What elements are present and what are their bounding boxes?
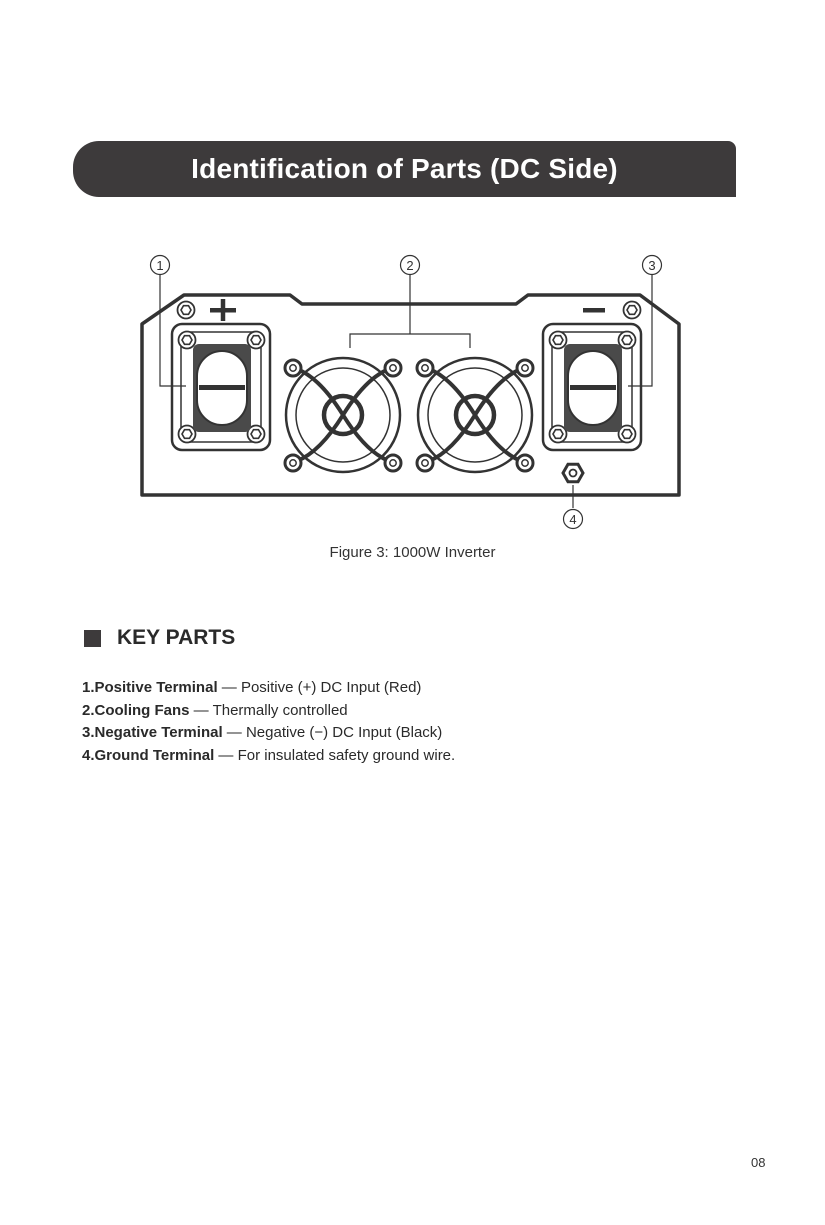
list-item: 4.Ground Terminal — For insulated safety…: [82, 745, 455, 768]
inverter-housing: [140, 293, 681, 497]
part-name: 4.Ground Terminal: [82, 746, 215, 764]
ground-terminal: [561, 462, 585, 484]
negative-terminal: [541, 322, 643, 452]
svg-text:4: 4: [569, 512, 576, 527]
part-name: 3.Negative Terminal: [82, 724, 223, 741]
cooling-fan-right: [415, 356, 535, 474]
callout-3: 3: [641, 254, 663, 276]
figure-caption: Figure 3: 1000W Inverter: [329, 544, 496, 561]
key-parts-title: KEY PARTS: [117, 626, 236, 649]
callout-4: 4: [562, 508, 584, 530]
part-description: — Positive (+) DC Input (Red): [217, 679, 422, 696]
positive-symbol: [210, 299, 236, 321]
part-description: — For insulated safety ground wire.: [214, 746, 456, 764]
cooling-fan-left: [283, 356, 403, 474]
list-item: 1.Positive Terminal — Positive (+) DC In…: [82, 677, 455, 700]
section-header-bar: Identification of Parts (DC Side): [73, 141, 736, 197]
inverter-dc-panel-diagram: 1 2 3 4: [140, 254, 681, 530]
svg-text:2: 2: [406, 258, 413, 273]
part-name: 2.Cooling Fans: [82, 701, 190, 719]
positive-terminal: [170, 322, 272, 452]
callout-2: 2: [399, 254, 421, 276]
part-description: — Thermally controlled: [189, 701, 348, 719]
key-parts-list: 1.Positive Terminal — Positive (+) DC In…: [82, 677, 455, 767]
square-bullet-icon: [84, 629, 101, 647]
callout-leader-lines: [159, 274, 653, 508]
part-description: — Negative (−) DC Input (Black): [222, 724, 443, 741]
list-item: 3.Negative Terminal — Negative (−) DC In…: [82, 722, 455, 745]
page-title: Identification of Parts (DC Side): [191, 153, 618, 184]
key-parts-heading: KEY PARTS: [84, 626, 235, 650]
negative-symbol: [583, 308, 605, 313]
page-number: 08: [751, 1155, 766, 1170]
svg-text:3: 3: [648, 258, 655, 273]
list-item: 2.Cooling Fans — Thermally controlled: [82, 700, 455, 723]
svg-text:1: 1: [156, 258, 163, 273]
part-name: 1.Positive Terminal: [82, 679, 218, 696]
callout-1: 1: [149, 254, 171, 276]
